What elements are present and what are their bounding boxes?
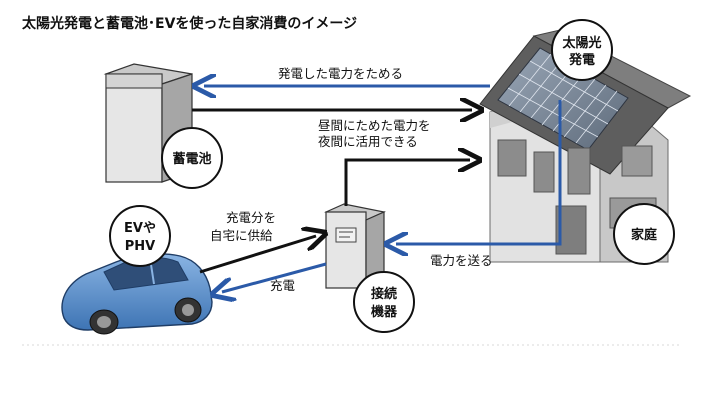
label-store-power: 発電した電力をためる [278, 66, 403, 81]
arrow-ev-to-connector [199, 236, 316, 274]
bubble-solar-line1: 太陽光 [561, 35, 601, 51]
car-illustration [61, 253, 213, 335]
label-charge: 充電 [270, 278, 296, 293]
arrow-connector-to-house [344, 160, 470, 206]
bubble-battery: 蓄電池 [161, 127, 223, 189]
label-ev-supply-2: 自宅に供給 [210, 228, 273, 243]
bubble-connector-line1: 接続 [371, 286, 397, 302]
diagram-title: 太陽光発電と蓄電池･EVを使った自家消費のイメージ [22, 15, 357, 32]
label-day-stored-2: 夜間に活用できる [318, 134, 418, 149]
arrow-connector-to-ev [222, 262, 327, 292]
bubble-battery-text: 蓄電池 [172, 151, 211, 167]
bubble-home-text: 家庭 [631, 227, 658, 243]
connector-illustration [324, 203, 386, 289]
bubble-ev-line2: PHV [125, 239, 155, 254]
label-ev-supply-1: 充電分を [226, 210, 276, 225]
bubble-solar: 太陽光 発電 [551, 19, 613, 81]
bubble-connector-line2: 機器 [371, 304, 398, 320]
label-day-stored-1: 昼間にためた電力を [318, 118, 431, 133]
bubble-ev: EVや PHV [109, 205, 171, 267]
bubble-ev-line1: EVや [124, 221, 156, 236]
bubble-home: 家庭 [613, 203, 675, 265]
arrow-solar-to-connector [396, 100, 562, 244]
bubble-solar-line2: 発電 [568, 52, 595, 68]
bubble-connector: 接続 機器 [353, 271, 415, 333]
label-send-power: 電力を送る [430, 253, 493, 268]
